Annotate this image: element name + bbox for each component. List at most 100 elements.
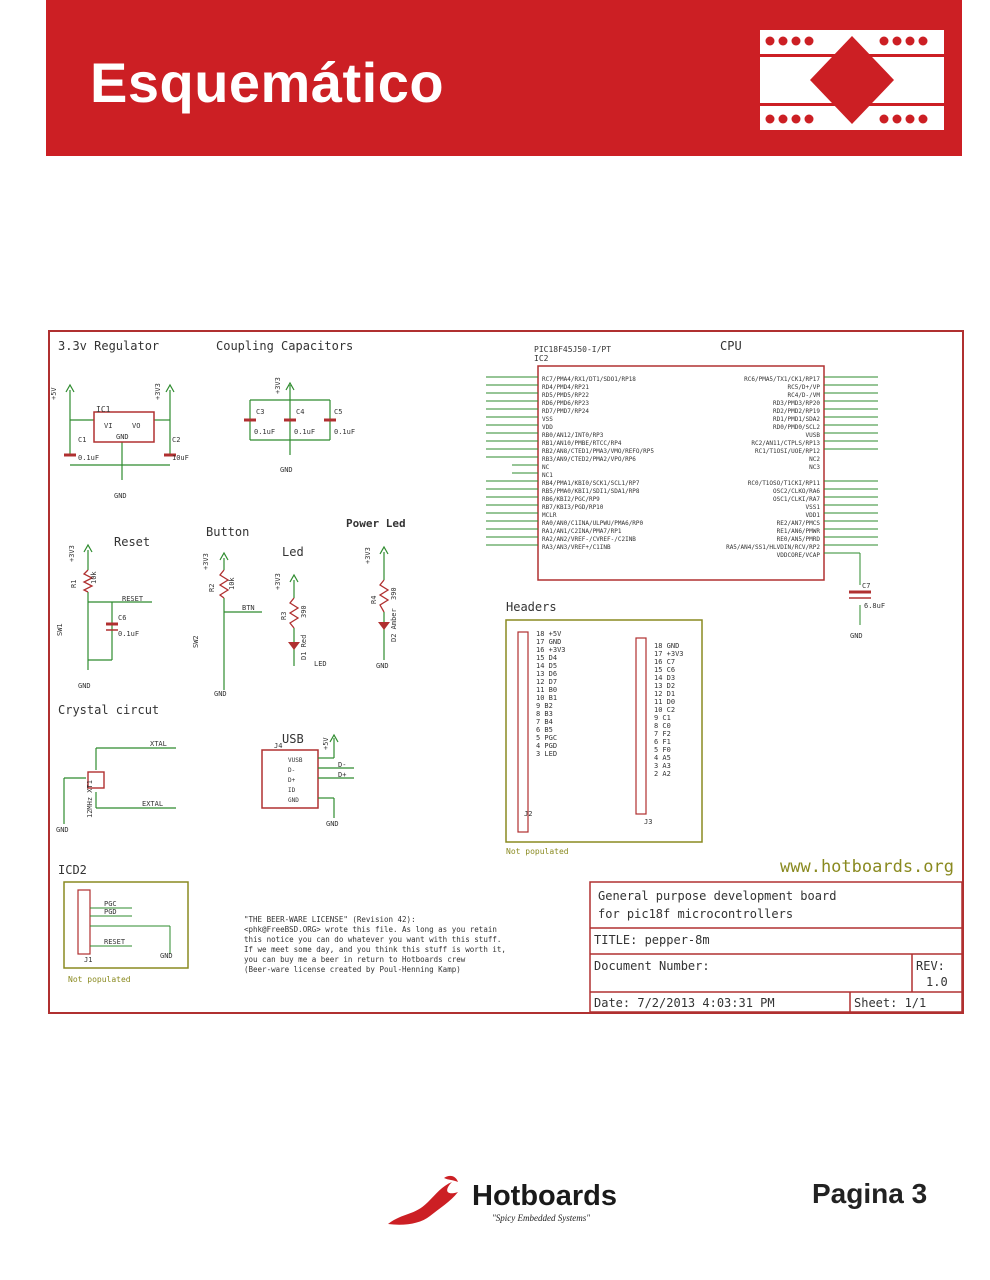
svg-text:+5V: +5V [50,387,58,400]
svg-text:D+: D+ [288,777,296,784]
schematic-url: www.hotboards.org [780,857,954,877]
svg-text:12 D7: 12 D7 [536,678,557,686]
document-number-field: Document Number: [594,959,710,973]
svg-text:R4: R4 [370,596,378,604]
svg-text:17 +3V3: 17 +3V3 [654,650,684,658]
svg-text:0.1uF: 0.1uF [118,630,139,638]
section-regulator: 3.3v Regulator [58,339,159,353]
svg-text:14 D3: 14 D3 [654,674,675,682]
svg-text:VDDCORE/VCAP: VDDCORE/VCAP [777,552,821,559]
svg-text:4 PGD: 4 PGD [536,742,557,750]
svg-text:+3V3: +3V3 [68,545,76,562]
svg-text:C4: C4 [296,408,304,416]
svg-text:RA5/AN4/SS1/HLVDIN/RCV/RP2: RA5/AN4/SS1/HLVDIN/RCV/RP2 [726,544,820,551]
license-line-1: "THE BEER-WARE LICENSE" (Revision 42): [244,915,416,924]
svg-text:NC3: NC3 [809,464,820,471]
svg-text:6 F1: 6 F1 [654,738,671,746]
svg-text:IC1: IC1 [96,405,111,414]
svg-text:LED: LED [314,660,327,668]
svg-text:RB2/AN8/CTED1/PMA3/VMO/REFO/RP: RB2/AN8/CTED1/PMA3/VMO/REFO/RP5 [542,448,654,455]
schematic-sheet: 3.3v Regulator Coupling Capacitors CPU R… [48,330,964,1014]
svg-text:NC1: NC1 [542,472,553,479]
svg-text:10 C2: 10 C2 [654,706,675,714]
svg-text:8 C0: 8 C0 [654,722,671,730]
svg-text:+3V3: +3V3 [364,547,372,564]
svg-text:RD5/PMD5/RP22: RD5/PMD5/RP22 [542,392,589,399]
svg-text:PGC: PGC [104,900,117,908]
license-line-4: If we meet some day, and you think this … [244,945,506,954]
svg-text:RD1/PMD1/SDA2: RD1/PMD1/SDA2 [773,416,820,423]
svg-text:3 LED: 3 LED [536,750,557,758]
svg-text:GND: GND [116,433,129,441]
svg-text:10 B1: 10 B1 [536,694,557,702]
svg-text:GND: GND [280,466,293,474]
svg-text:RD0/PMD0/SCL2: RD0/PMD0/SCL2 [773,424,820,431]
svg-text:+3V3: +3V3 [274,573,282,590]
svg-text:16 +3V3: 16 +3V3 [536,646,566,654]
svg-text:9 B2: 9 B2 [536,702,553,710]
svg-text:SW2: SW2 [192,635,200,648]
section-crystal: Crystal circut [58,703,159,717]
svg-text:RD3/PMD3/RP20: RD3/PMD3/RP20 [773,400,820,407]
section-button: Button [206,525,249,539]
section-power-led: Power Led [346,517,406,530]
svg-text:VSS: VSS [542,416,553,423]
svg-text:C6: C6 [118,614,126,622]
svg-text:10uF: 10uF [172,454,189,462]
headers-not-populated: Not populated [506,847,569,856]
svg-text:8 B3: 8 B3 [536,710,553,718]
svg-text:RC2/AN11/CTPLS/RP13: RC2/AN11/CTPLS/RP13 [751,440,820,447]
svg-text:VUSB: VUSB [288,757,303,764]
svg-text:C5: C5 [334,408,342,416]
svg-text:+5V: +5V [322,737,330,750]
svg-text:RC0/T1OSO/T1CKI/RP11: RC0/T1OSO/T1CKI/RP11 [748,480,821,487]
svg-text:GND: GND [214,690,227,698]
svg-text:RE0/AN5/PMRD: RE0/AN5/PMRD [777,536,821,543]
svg-text:+3V3: +3V3 [154,383,162,400]
svg-text:6 B5: 6 B5 [536,726,553,734]
svg-text:RB7/KBI3/PGD/RP10: RB7/KBI3/PGD/RP10 [542,504,604,511]
license-line-5: you can buy me a beer in return to Hotbo… [244,955,466,964]
svg-text:D-: D- [288,767,295,774]
svg-text:6.8uF: 6.8uF [864,602,885,610]
revision-label: REV: [916,959,945,973]
svg-text:+3V3: +3V3 [202,553,210,570]
svg-text:0.1uF: 0.1uF [334,428,355,436]
svg-text:RC5/D+/VP: RC5/D+/VP [787,384,820,391]
svg-text:0.1uF: 0.1uF [254,428,275,436]
svg-text:R3: R3 [280,612,288,620]
section-icd2: ICD2 [58,863,87,877]
brand-tagline: "Spicy Embedded Systems" [492,1213,591,1223]
svg-text:GND: GND [850,632,863,640]
svg-text:GND: GND [288,797,299,804]
svg-text:RA1/AN1/C2INA/PMA7/RP1: RA1/AN1/C2INA/PMA7/RP1 [542,528,622,535]
svg-text:GND: GND [326,820,339,828]
svg-text:RB5/PMA0/KBI1/SDI1/SDA1/RP8: RB5/PMA0/KBI1/SDI1/SDA1/RP8 [542,488,640,495]
svg-text:18 +5V: 18 +5V [536,630,562,638]
svg-text:R2: R2 [208,584,216,592]
svg-text:D2 Amber: D2 Amber [390,608,398,642]
svg-text:RD2/PMD2/RP19: RD2/PMD2/RP19 [773,408,820,415]
svg-text:SW1: SW1 [56,623,64,636]
svg-text:RC1/T1OSI/UOE/RP12: RC1/T1OSI/UOE/RP12 [755,448,820,455]
svg-text:NC: NC [542,464,550,471]
svg-text:RB1/AN10/PMBE/RTCC/RP4: RB1/AN10/PMBE/RTCC/RP4 [542,440,622,447]
svg-text:R1: R1 [70,580,78,588]
page-title: Esquemático [90,51,445,114]
svg-text:XTAL: XTAL [150,740,167,748]
brand-name: Hotboards [472,1180,617,1212]
section-usb: USB [282,732,304,746]
svg-text:OSC2/CLKO/RA6: OSC2/CLKO/RA6 [773,488,820,495]
title-field: TITLE: pepper-8m [594,933,710,947]
svg-text:RB3/AN9/CTED2/PMA2/VPO/RP6: RB3/AN9/CTED2/PMA2/VPO/RP6 [542,456,636,463]
svg-text:VO: VO [132,422,140,430]
svg-text:GND: GND [56,826,69,834]
svg-text:RB6/KBI2/PGC/RP9: RB6/KBI2/PGC/RP9 [542,496,600,503]
svg-text:10k: 10k [228,577,236,590]
regulator-circuit [65,383,175,480]
svg-text:PGD: PGD [104,908,117,916]
svg-text:C2: C2 [172,436,180,444]
svg-text:RESET: RESET [104,938,126,946]
revision-value: 1.0 [926,975,948,989]
svg-text:5 F0: 5 F0 [654,746,671,754]
